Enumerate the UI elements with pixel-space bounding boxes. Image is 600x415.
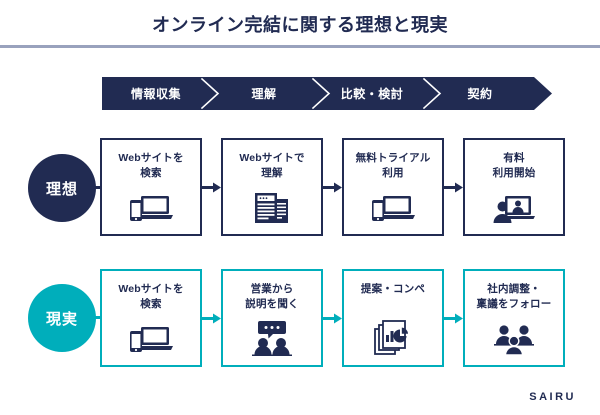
stage-label-3: 契約	[467, 87, 493, 101]
step-box-reality-3[interactable]: 提案・コンペ	[342, 269, 444, 367]
step-box-reality-4[interactable]: 社内調整・ 稟議をフォロー	[463, 269, 565, 367]
step-label-ideal-3: 無料トライアル 利用	[352, 151, 435, 181]
connector-arrow-ideal-3	[442, 182, 463, 193]
phone-laptop-icon	[102, 185, 200, 225]
step-label-line1: Webサイトを	[118, 152, 184, 164]
stage-label-0: 情報収集	[130, 87, 181, 101]
step-label-line2: 理解	[261, 167, 283, 179]
step-label-reality-1: Webサイトを 検索	[114, 282, 187, 312]
stage-label-1: 理解	[251, 87, 277, 101]
row-ideal: 理想 Webサイトを 検索	[0, 138, 600, 238]
step-label-line2: 説明を聞く	[245, 298, 299, 310]
title-divider	[0, 45, 600, 48]
step-label-line2: 検索	[140, 167, 162, 179]
stage-banner: 情報収集 理解 比較・検討 契約	[102, 77, 552, 110]
connector-arrow-reality-2	[321, 313, 342, 324]
row-badge-reality: 現実	[28, 284, 96, 352]
step-label-line1: 営業から	[250, 283, 294, 295]
documents-icon	[223, 185, 321, 225]
step-label-ideal-1: Webサイトを 検索	[114, 151, 187, 181]
step-label-line1: 有料	[503, 152, 525, 164]
step-label-line1: 提案・コンペ	[360, 283, 426, 295]
step-box-ideal-1[interactable]: Webサイトを 検索	[100, 138, 202, 236]
step-label-line2: 稟議をフォロー	[476, 298, 552, 310]
connector-arrow-reality-3	[442, 313, 463, 324]
connector-arrow-reality-1	[200, 313, 221, 324]
step-label-reality-2: 営業から 説明を聞く	[241, 282, 303, 312]
step-label-reality-3: 提案・コンペ	[357, 282, 429, 297]
step-box-ideal-4[interactable]: 有料 利用開始	[463, 138, 565, 236]
row-reality: 現実 Webサイトを 検索	[0, 269, 600, 369]
step-label-ideal-2: Webサイトで 理解	[235, 151, 308, 181]
step-label-line1: Webサイトを	[118, 283, 184, 295]
row-badge-ideal: 理想	[28, 154, 96, 222]
step-label-ideal-4: 有料 利用開始	[489, 151, 540, 181]
footer-logo: SAIRU	[529, 391, 576, 403]
step-label-line1: 社内調整・	[487, 283, 541, 295]
connector-arrow-ideal-1	[200, 182, 221, 193]
connector-arrow-ideal-2	[321, 182, 342, 193]
chart-documents-icon	[344, 316, 442, 356]
person-videocall-icon	[465, 185, 563, 225]
phone-laptop-icon	[344, 185, 442, 225]
two-people-talking-icon	[223, 316, 321, 356]
step-label-line2: 利用開始	[492, 167, 536, 179]
page-title: オンライン完結に関する理想と現実	[152, 15, 448, 35]
stage-label-2: 比較・検討	[340, 87, 404, 101]
step-box-reality-2[interactable]: 営業から 説明を聞く	[221, 269, 323, 367]
step-label-line2: 検索	[140, 298, 162, 310]
step-label-line2: 利用	[382, 167, 404, 179]
step-label-line1: 無料トライアル	[355, 152, 431, 164]
step-box-ideal-3[interactable]: 無料トライアル 利用	[342, 138, 444, 236]
step-label-line1: Webサイトで	[239, 152, 305, 164]
three-people-icon	[465, 316, 563, 356]
phone-laptop-icon	[102, 316, 200, 356]
step-label-reality-4: 社内調整・ 稟議をフォロー	[473, 282, 556, 312]
step-box-reality-1[interactable]: Webサイトを 検索	[100, 269, 202, 367]
step-box-ideal-2[interactable]: Webサイトで 理解	[221, 138, 323, 236]
